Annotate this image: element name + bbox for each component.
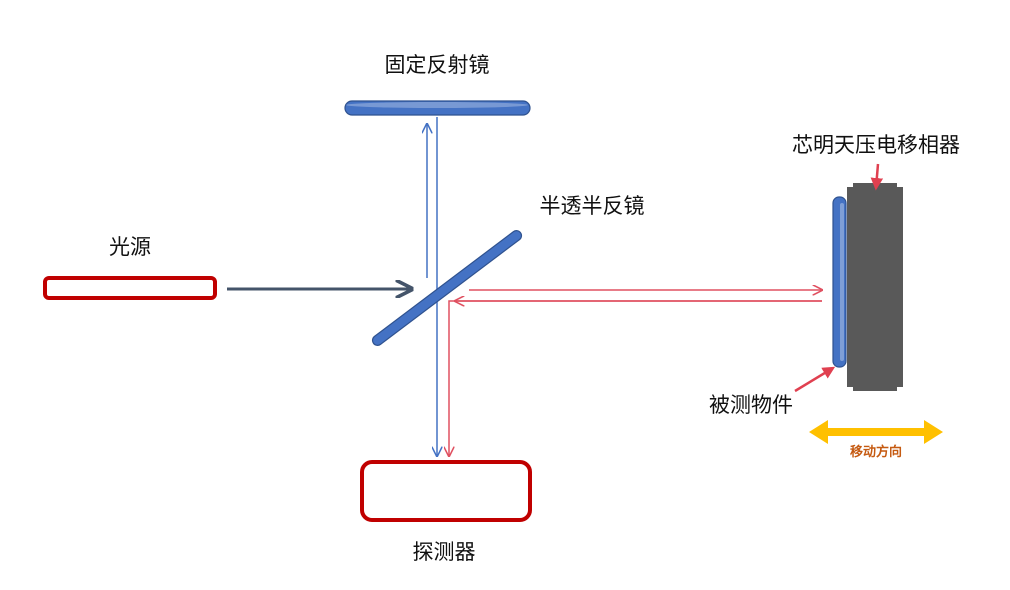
beam-to-detector-red	[449, 300, 822, 456]
light-source-label: 光源	[109, 235, 151, 259]
light-source	[43, 276, 217, 300]
double-headed-arrow-icon	[809, 420, 943, 444]
test-object-label: 被测物件	[709, 393, 793, 417]
test-object-pointer-arrow	[794, 366, 836, 393]
beam-splitter-label: 半透半反镜	[540, 194, 645, 218]
beam-splitter	[371, 230, 523, 346]
fixed-mirror	[344, 100, 531, 116]
detector	[360, 460, 532, 522]
test-object	[832, 196, 847, 368]
detector-label: 探测器	[413, 540, 476, 564]
camera-pointer-arrow	[870, 163, 884, 191]
move-direction-label: 移动方向	[850, 444, 902, 460]
camera-label: 芯明天压电移相器	[792, 133, 960, 157]
camera-body	[847, 183, 903, 391]
fixed-mirror-label: 固定反射镜	[385, 53, 490, 77]
